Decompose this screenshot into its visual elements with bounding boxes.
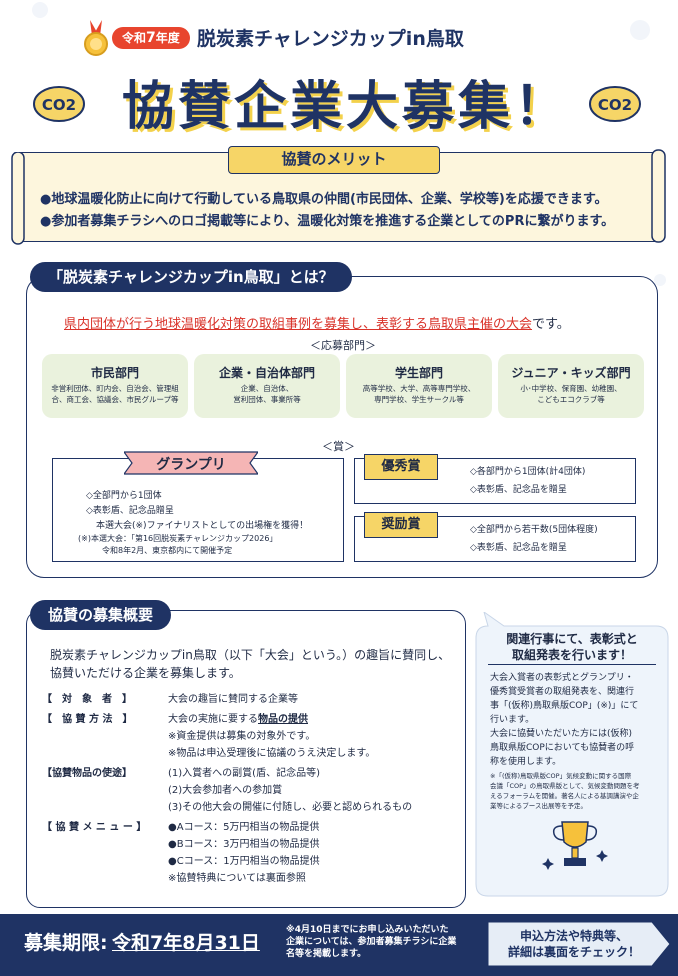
- grandprix-l4: (※)本選大会：「第16回脱炭素チャレンジカップ2026」: [78, 534, 278, 543]
- footer-arrow-text: 申込方法や特典等、 詳細は裏面をチェック！: [507, 929, 640, 959]
- trophy-icon: [542, 821, 608, 870]
- about-lead: 県内団体が行う地球温暖化対策の取組事例を募集し、表彰する鳥取県主催の大会です。: [64, 317, 570, 332]
- val-method-note1: ※資金提供は募集の対象外です。: [168, 731, 316, 742]
- bubble-head-2: 取組発表を行います！: [511, 648, 632, 662]
- key-usage: 【協賛物品の使途】: [42, 768, 132, 779]
- val-usage-3: (3)その他大会の開催に付随し、必要と認められるもの: [168, 802, 413, 813]
- grandprix-l5: 令和8年2月、東京都内にて開催予定: [102, 546, 233, 555]
- svg-text:CO2: CO2: [42, 96, 76, 114]
- grandprix-l1: ◇全部門から1団体: [86, 491, 162, 501]
- val-menu-note: ※協賛特典については裏面参照: [168, 873, 306, 884]
- bubble-head-1: 関連行事にて、表彰式と: [506, 632, 638, 646]
- svg-text:CO2: CO2: [598, 96, 632, 114]
- bubble-s3: えるフォーラムを開催。著名人による基調講演や企: [490, 792, 639, 800]
- val-menu-c: ●Cコース：1万円相当の物品提供: [168, 856, 320, 867]
- year-badge: 令和7年度: [112, 27, 190, 49]
- bubble-t2: 優秀賞受賞者の取組発表を、関連行: [490, 687, 635, 697]
- dept-student: 学生部門 高等学校、大学、高等専門学校、 専門学校、学生サークル等: [346, 354, 492, 418]
- overview-lead-1: 脱炭素チャレンジカップin鳥取（以下「大会」という。）の趣旨に賛同し、: [50, 648, 451, 662]
- co2-badge-right-icon: CO2: [589, 86, 641, 122]
- event-bubble: [475, 612, 669, 897]
- bubble-s2: 会議「COP」の鳥取県版として、気候変動問題を考: [490, 782, 640, 790]
- event-name: 脱炭素チャレンジカップin鳥取: [197, 28, 464, 50]
- val-menu-a: ●Aコース：5万円相当の物品提供: [168, 822, 320, 833]
- footer-arrow: [487, 921, 671, 967]
- grandprix-l3: 本選大会(※)ファイナリストとしての出場権を獲得！: [96, 521, 309, 531]
- encouragement-l1: ◇全部門から若干数(5団体程度): [470, 525, 598, 535]
- merit-line-1: ●地球温暖化防止に向けて行動している鳥取県の仲間(市民団体、企業、学校等)を応援…: [40, 192, 608, 207]
- dept-citizen: 市民部門 非営利団体、町内会、自治会、管理組 合、商工会、協議会、市民グループ等: [42, 354, 188, 418]
- bubble-t5: 大会に協賛いただいた方には(仮称): [490, 729, 633, 739]
- overview-lead-2: 協賛いただける企業を募集します。: [50, 666, 241, 680]
- key-target: 【 対 象 者 】: [42, 694, 132, 705]
- excellence-l1: ◇各部門から1団体(計4団体): [470, 467, 586, 477]
- val-target: 大会の趣旨に賛同する企業等: [168, 694, 298, 705]
- merit-line-2: ●参加者募集チラシへのロゴ掲載等により、温暖化対策を推進する企業としてのPRに繋…: [40, 214, 615, 229]
- footer-note: ※4月10日までにお申し込みいただいた 企業については、参加者募集チラシに企業 …: [286, 925, 457, 959]
- deadline-date: 令和7年8月31日: [112, 932, 260, 954]
- bubble-t7: 称を使用します。: [490, 757, 562, 767]
- val-usage-1: (1)入賞者への副賞(盾、記念品等): [168, 768, 320, 779]
- val-usage-2: (2)大会参加者への参加賞: [168, 785, 283, 796]
- grandprix-l2: ◇表彰盾、記念品贈呈: [86, 506, 174, 516]
- bubble-t3: 事「(仮称)鳥取県版COP」(※)」にて: [490, 701, 639, 711]
- val-menu-b: ●Bコース：3万円相当の物品提供: [168, 839, 320, 850]
- merit-heading: 協賛のメリット: [228, 146, 440, 174]
- co2-badge-left-icon: CO2: [33, 86, 85, 122]
- excellence-l2: ◇表彰盾、記念品を贈呈: [470, 485, 567, 495]
- excellence-label: 優秀賞: [364, 454, 438, 480]
- encouragement-label: 奨励賞: [364, 512, 438, 538]
- overview-section: [26, 610, 466, 908]
- bubble-t1: 大会入賞者の表彰式とグランプリ・: [490, 673, 634, 683]
- val-method-note2: ※物品は申込受理後に協議のうえ決定します。: [168, 748, 376, 759]
- awards-label: ＜賞＞: [322, 440, 355, 453]
- about-heading: 「脱炭素チャレンジカップin鳥取」とは？: [30, 262, 352, 292]
- key-menu: 【 協 賛 メ ニ ュ ー 】: [42, 822, 147, 833]
- scroll-curl-right: [651, 149, 666, 243]
- categories-label: ＜応募部門＞: [310, 339, 376, 352]
- val-method: 大会の実施に要する物品の提供: [168, 714, 308, 725]
- bubble-s1: ※「(仮称)鳥取県版COP」気候変動に関する国際: [490, 772, 632, 780]
- bubble-divider: [488, 664, 656, 665]
- main-title: 協賛企業大募集！: [121, 77, 570, 137]
- encouragement-l2: ◇表彰盾、記念品を贈呈: [470, 543, 567, 553]
- grandprix-label: グランプリ: [156, 457, 226, 473]
- scroll-curl-left: [11, 152, 25, 245]
- medal-icon: [84, 20, 108, 56]
- overview-heading: 協賛の募集概要: [30, 600, 172, 630]
- bubble-s4: 業等によるブース出展等を予定。: [490, 802, 587, 810]
- bubble-t4: 行います。: [490, 715, 535, 725]
- grandprix-ribbon: [124, 451, 258, 475]
- key-method: 【 協 賛 方 法 】: [42, 714, 133, 725]
- deadline-label: 募集期限:: [24, 932, 108, 954]
- dept-company: 企業・自治体部門 企業、自治体、 営利団体、事業所等: [194, 354, 340, 418]
- dept-junior: ジュニア・キッズ部門 小･中学校、保育園、幼稚園、 こどもエコクラブ等: [498, 354, 644, 418]
- bubble-t6: 鳥取県版COPにおいても協賛者の呼: [490, 743, 635, 753]
